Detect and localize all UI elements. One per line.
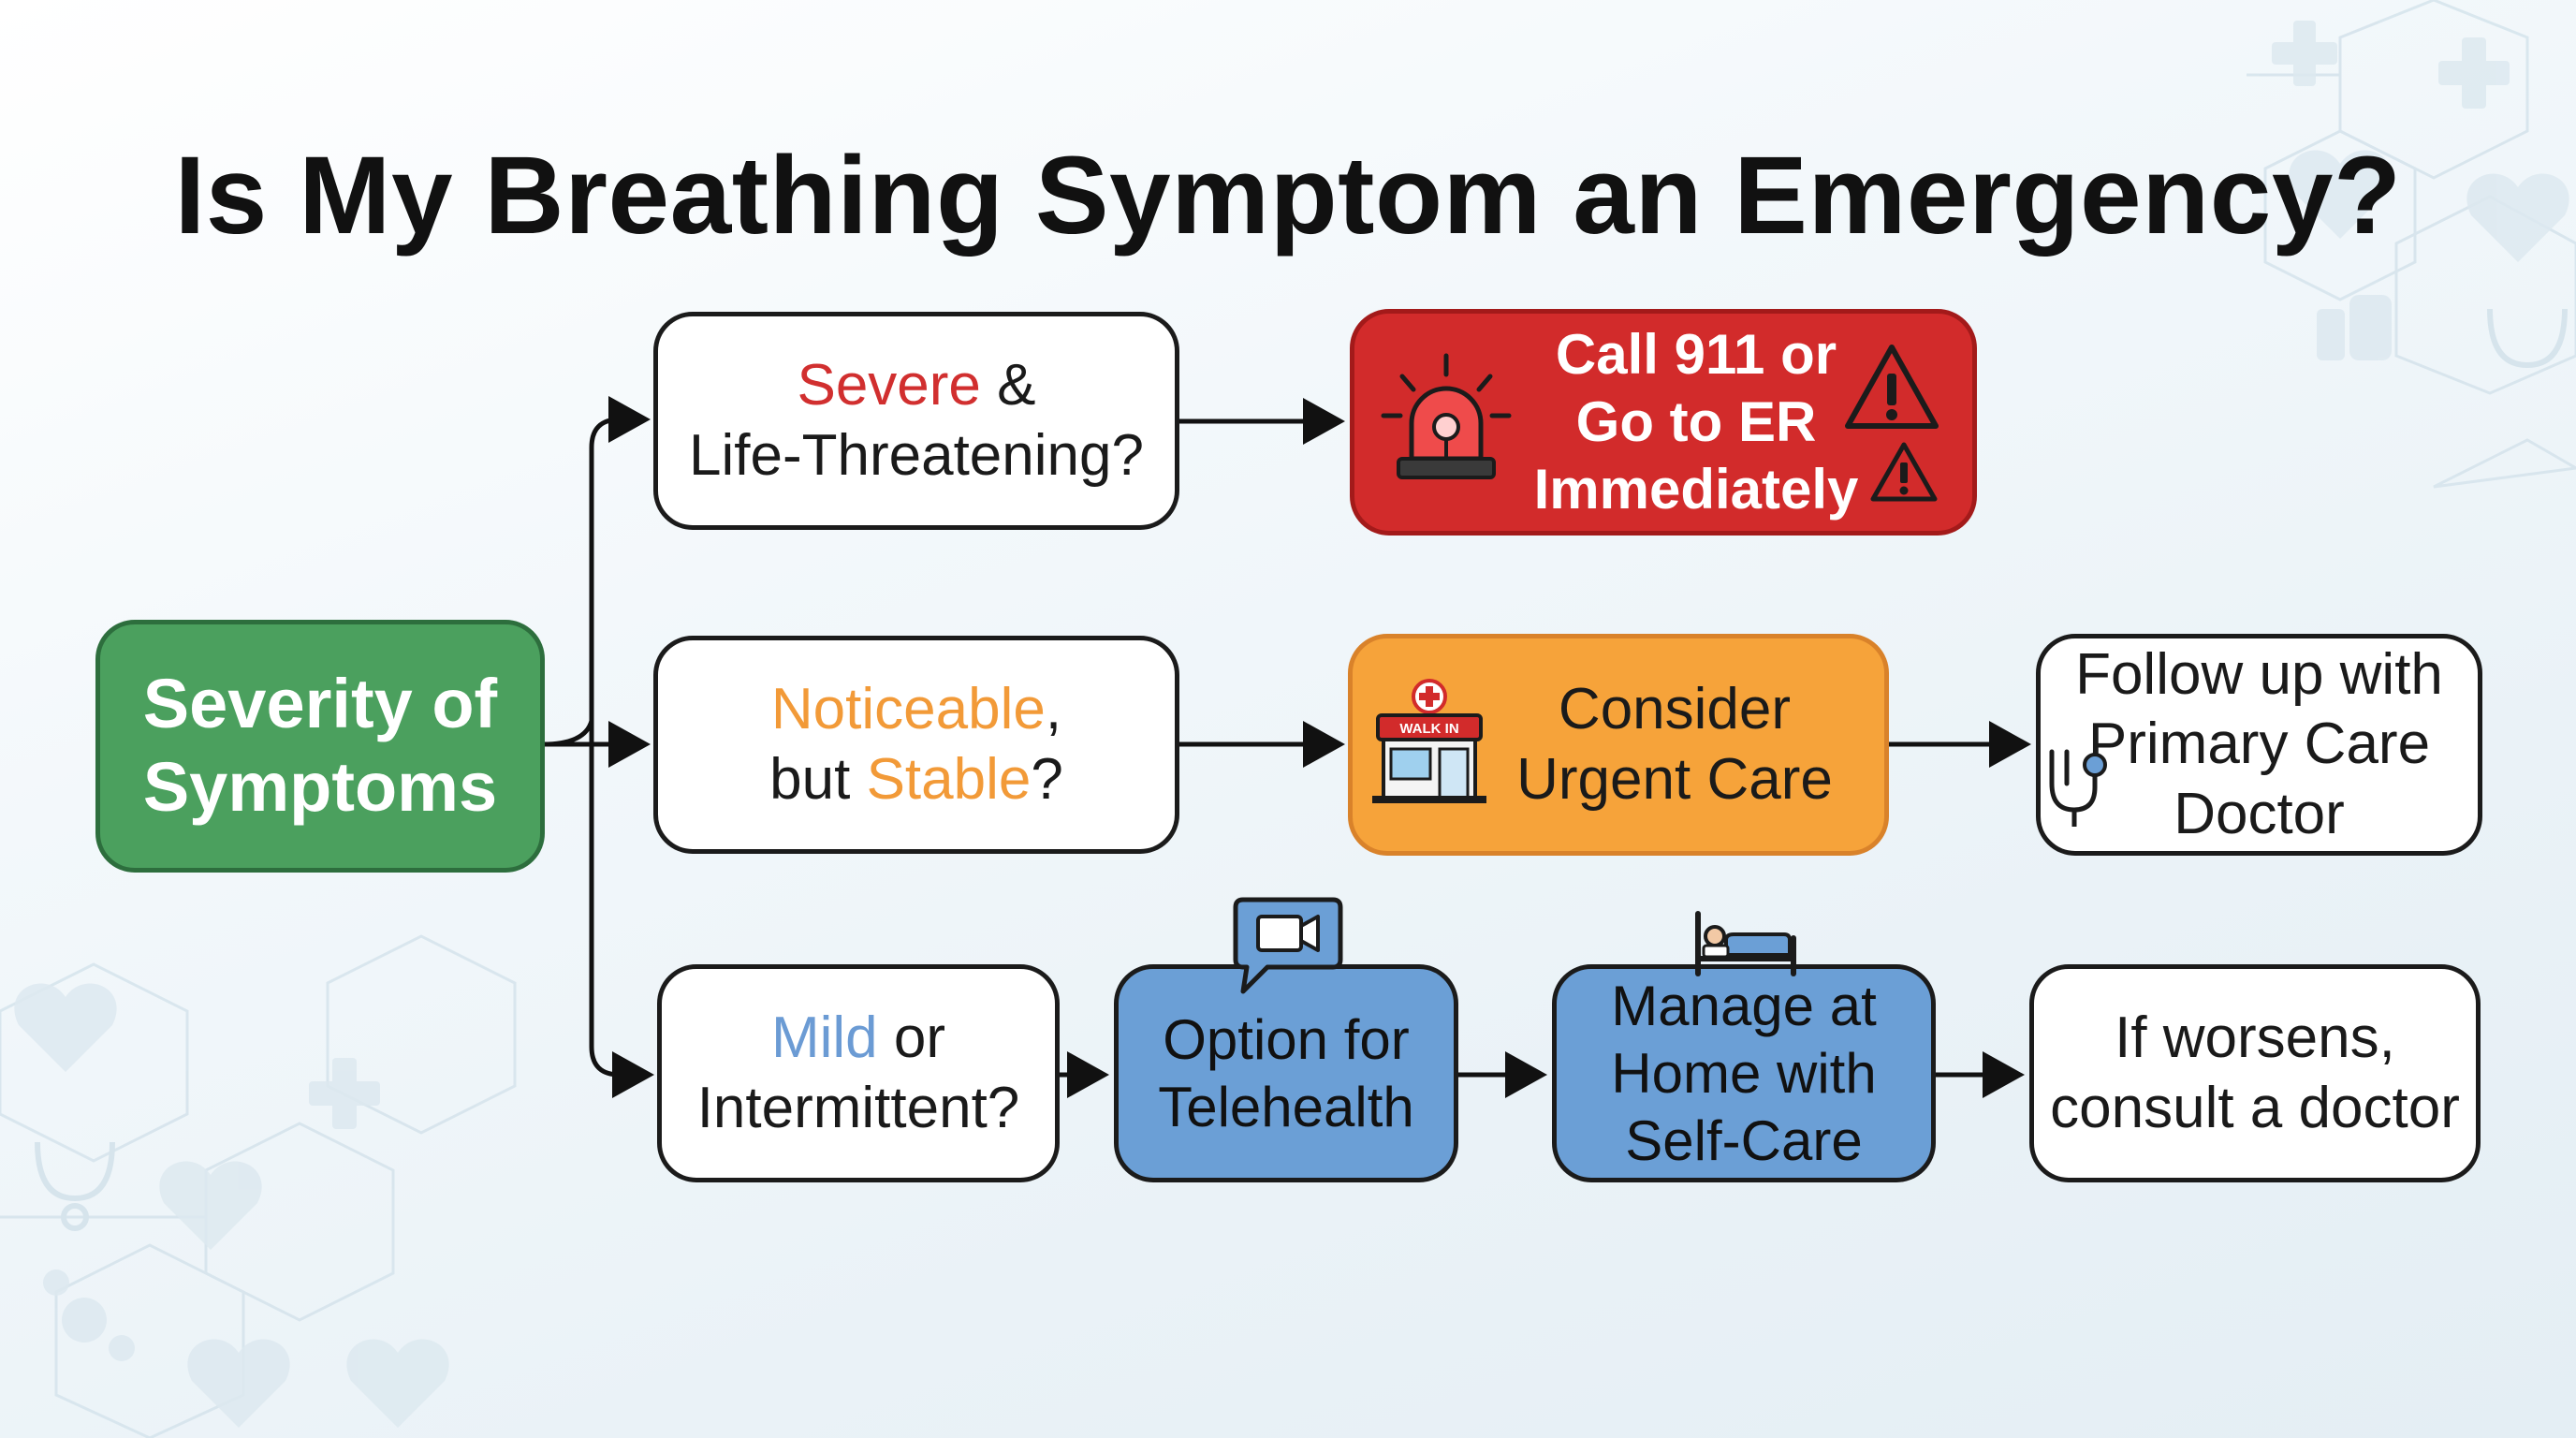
- mild-line2: Intermittent?: [696, 1075, 1020, 1140]
- severe-line1: Severe &: [689, 351, 1144, 420]
- followup-line3: Doctor: [2174, 781, 2345, 846]
- stable-line1-rest: ,: [1045, 677, 1062, 742]
- root-label-line1: Severity of: [142, 665, 498, 743]
- home-line2: Home with: [1611, 1041, 1877, 1105]
- branch-stable-node: Noticeable, but Stable?: [653, 636, 1179, 854]
- connector-root-junction: [542, 720, 594, 747]
- siren-icon: [1381, 353, 1512, 479]
- page-title: Is My Breathing Symptom an Emergency?: [174, 134, 2402, 258]
- urgent-line1: Consider: [1558, 677, 1792, 742]
- walk-in-sign-text: WALK IN: [1399, 721, 1458, 737]
- stable-line1: Noticeable,: [769, 675, 1063, 744]
- stable-keyword-stable: Stable: [866, 746, 1032, 812]
- telehealth-line1: Option for: [1163, 1007, 1410, 1071]
- followup-line1: Follow up with: [2075, 641, 2443, 707]
- branch-mild-node: Mild or Intermittent?: [657, 964, 1060, 1182]
- home-line1: Manage at: [1611, 974, 1877, 1037]
- home-line3: Self-Care: [1625, 1108, 1863, 1172]
- stable-keyword-noticeable: Noticeable: [770, 677, 1046, 742]
- mild-line1-rest: or: [877, 1005, 946, 1071]
- connector-root-severe: [589, 396, 651, 744]
- emergency-line3: Immediately: [1533, 458, 1859, 521]
- stable-line2: but Stable?: [769, 745, 1063, 814]
- outcome-home-care-node: Manage at Home with Self-Care: [1552, 964, 1936, 1182]
- emergency-line2: Go to ER: [1575, 390, 1817, 453]
- warning-icon-small: [1870, 442, 1938, 502]
- connector-root-mild: [589, 744, 654, 1098]
- outcome-urgent-care-node: Consider Urgent Care: [1348, 634, 1889, 856]
- severe-line1-rest: &: [980, 353, 1036, 418]
- urgent-line2: Urgent Care: [1516, 746, 1833, 812]
- walk-in-clinic-icon: WALK IN: [1372, 679, 1486, 803]
- severe-line2: Life-Threatening?: [689, 422, 1144, 488]
- branch-severe-node: Severe & Life-Threatening?: [653, 312, 1179, 530]
- video-call-icon: [1233, 897, 1343, 994]
- emergency-line1: Call 911 or: [1555, 323, 1837, 386]
- worsens-line2: consult a doctor: [2050, 1075, 2460, 1140]
- stable-line2-rest: ?: [1031, 746, 1063, 812]
- mild-keyword: Mild: [770, 1005, 878, 1071]
- outcome-followup-node: Follow up with Primary Care Doctor: [2036, 634, 2482, 856]
- warning-icon: [1845, 345, 1939, 429]
- worsens-line1: If worsens,: [2115, 1005, 2395, 1071]
- root-severity-node: Severity of Symptoms: [95, 620, 545, 873]
- root-label-line2: Symptoms: [142, 748, 498, 826]
- severe-keyword: Severe: [797, 353, 981, 418]
- patient-bed-icon: [1695, 911, 1796, 976]
- followup-line2: Primary Care: [2087, 712, 2431, 777]
- outcome-worsens-node: If worsens, consult a doctor: [2029, 964, 2481, 1182]
- telehealth-line2: Telehealth: [1158, 1075, 1414, 1138]
- mild-line1: Mild or: [697, 1004, 1020, 1073]
- stethoscope-icon: [2049, 749, 2107, 827]
- stable-line2-pre: but: [769, 746, 867, 812]
